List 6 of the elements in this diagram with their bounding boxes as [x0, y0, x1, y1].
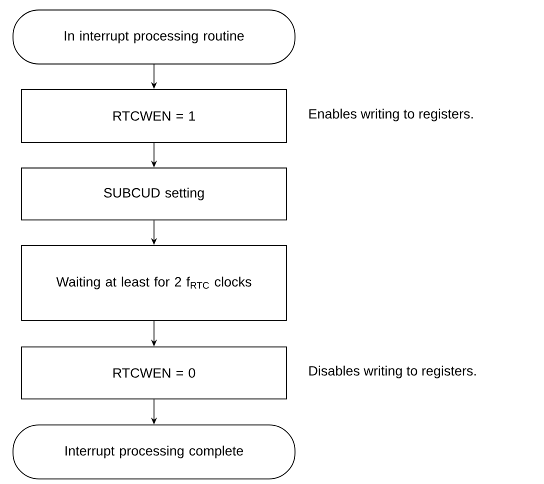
annotation-text: Enables writing to registers.	[309, 108, 473, 122]
process-box: Waiting at least for 2 f$_{RTC}$ clocks	[21, 245, 287, 321]
process-box: RTCWEN = 1	[21, 89, 287, 143]
process-box: RTCWEN = 0	[21, 346, 287, 400]
process-box: SUBCUD setting	[21, 168, 287, 220]
annotation-text: Disables writing to registers.	[309, 366, 476, 378]
